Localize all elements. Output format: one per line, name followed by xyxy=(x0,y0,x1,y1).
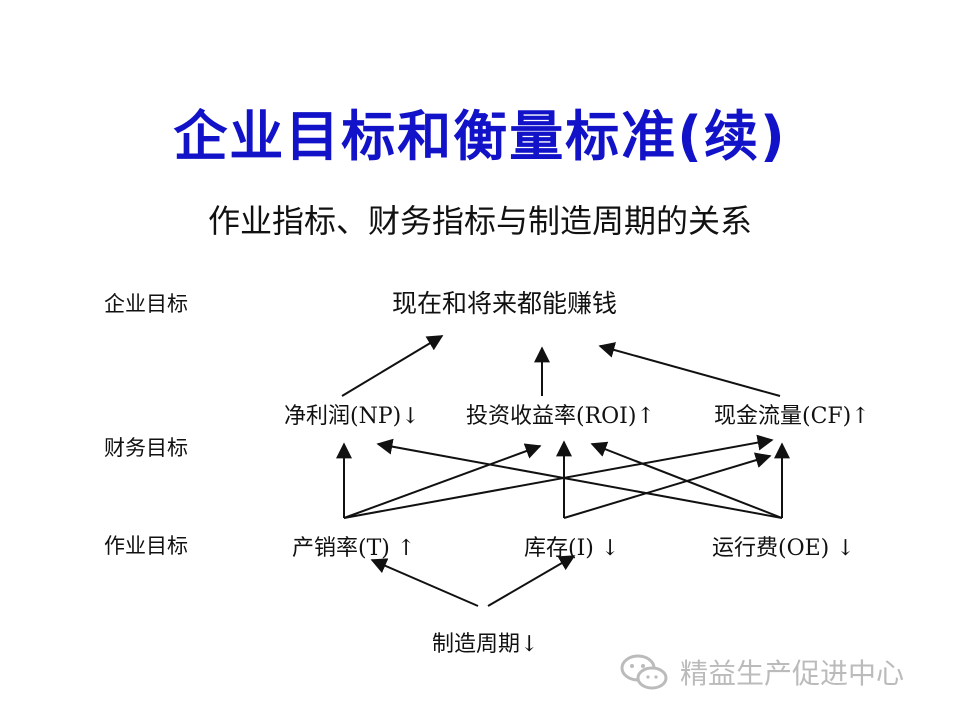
arrow-i-to-cf xyxy=(563,452,772,519)
wechat-logo-icon xyxy=(620,654,668,690)
arrow-cycle-to-t xyxy=(370,558,479,607)
node-cycle-time: 制造周期↓ xyxy=(432,632,539,657)
level-label-financial: 财务目标 xyxy=(104,436,188,460)
arrow-np-to-goal xyxy=(341,335,444,397)
node-throughput: 产销率(T) ↑ xyxy=(292,536,416,561)
arrow-oe-to-roi xyxy=(590,441,783,519)
page-title: 企业目标和衡量标准(续) xyxy=(173,105,787,168)
level-label-operational: 作业目标 xyxy=(104,534,188,558)
node-net-profit: 净利润(NP)↓ xyxy=(284,404,420,429)
node-top-goal: 现在和将来都能赚钱 xyxy=(392,289,618,318)
arrow-cf-to-goal xyxy=(598,342,781,397)
arrow-t-to-cf xyxy=(343,434,774,519)
watermark-text: 精益生产促进中心 xyxy=(680,657,905,690)
arrow-t-to-roi xyxy=(343,443,542,519)
node-operating-expense: 运行费(OE) ↓ xyxy=(712,536,855,561)
level-label-enterprise: 企业目标 xyxy=(104,292,188,316)
node-cash-flow: 现金流量(CF)↑ xyxy=(714,404,870,429)
arrow-cycle-to-i xyxy=(487,555,576,607)
arrow-oe-to-np xyxy=(376,438,783,519)
page-subtitle: 作业指标、财务指标与制造周期的关系 xyxy=(207,202,752,240)
node-roi: 投资收益率(ROI)↑ xyxy=(466,404,655,429)
